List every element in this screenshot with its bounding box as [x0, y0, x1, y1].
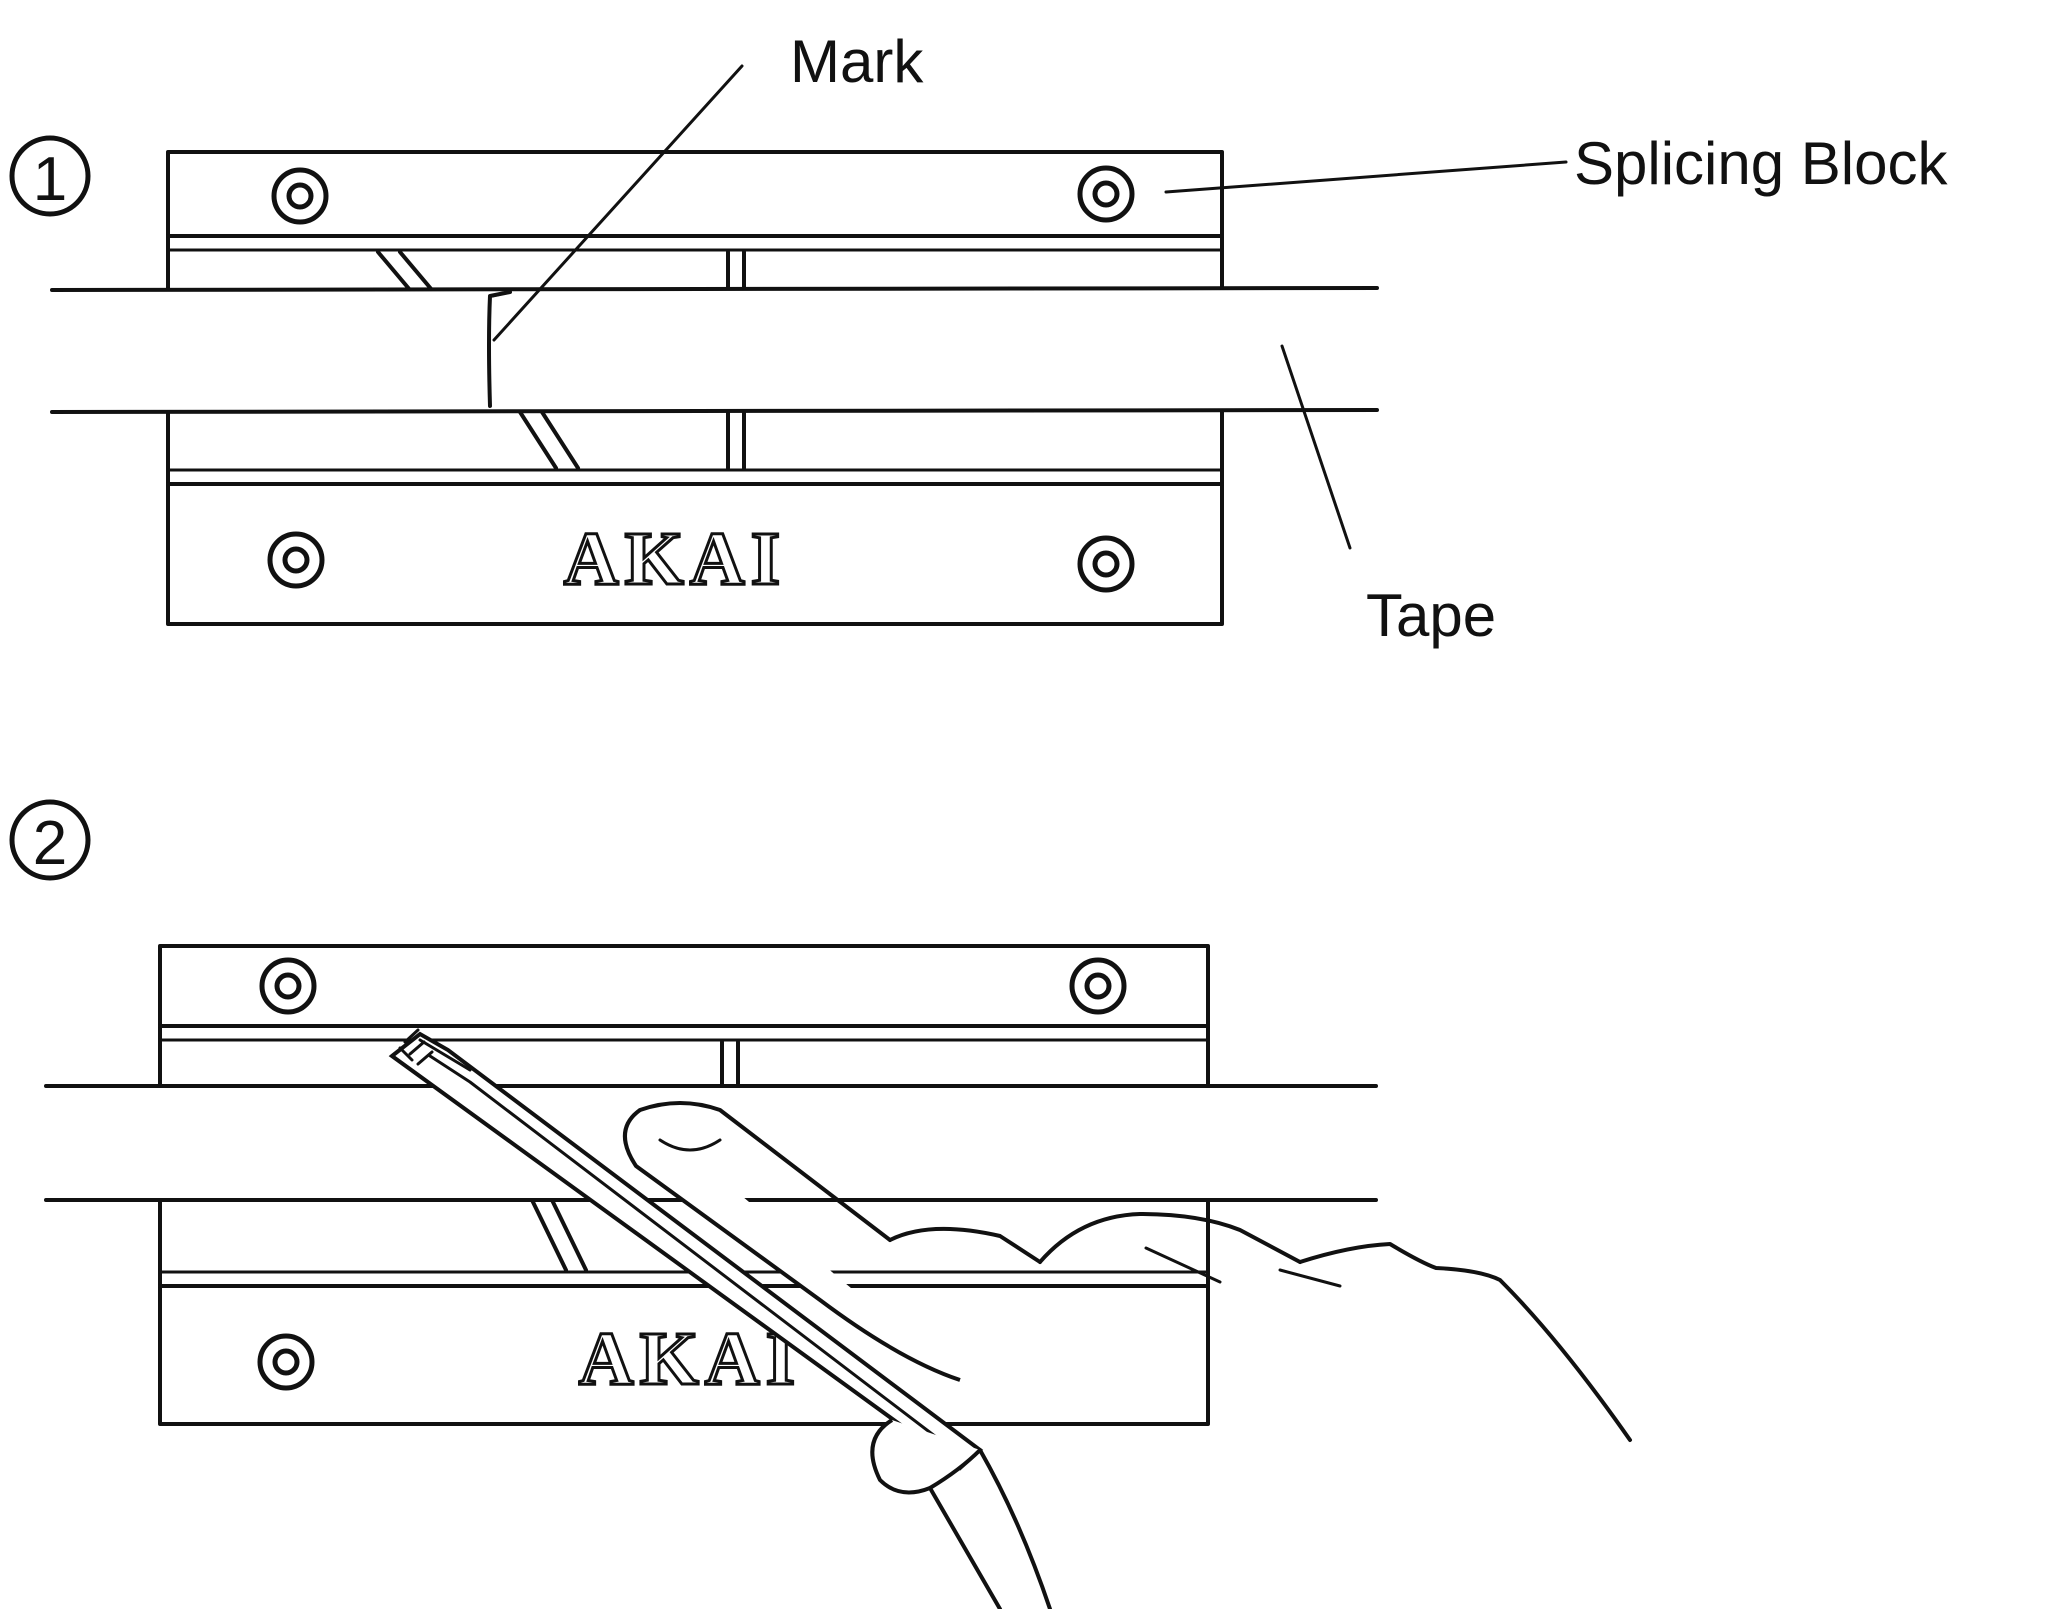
step-2-badge: 2	[9, 799, 91, 881]
step-2-brand: AKAI	[579, 1317, 801, 1401]
mark-leader-line	[492, 64, 744, 342]
step-2-screw-top-left	[259, 957, 317, 1015]
splicing-block-leader-line	[1164, 160, 1568, 194]
mark-label: Mark	[790, 28, 924, 95]
step-1-badge: 1	[9, 135, 91, 217]
step-1-screw-top-left	[271, 167, 329, 225]
step-2-screw-bottom-left	[257, 1333, 315, 1391]
step-1-screw-top-right	[1077, 165, 1135, 223]
splicing-block-label: Splicing Block	[1574, 130, 1949, 197]
step-2-splicing-block	[158, 944, 1210, 1426]
step-1-number: 1	[33, 145, 67, 214]
hand-with-blade-illustration	[388, 1028, 1632, 1609]
step-2-screw-top-right	[1069, 957, 1127, 1015]
step-1-screw-bottom-left	[267, 531, 325, 589]
step-1-tape	[50, 286, 1379, 414]
step-1-screw-bottom-right	[1077, 535, 1135, 593]
tape-label: Tape	[1366, 582, 1496, 649]
step-2-number: 2	[33, 809, 67, 878]
step-1-group: 1	[9, 28, 1949, 649]
step-1-splicing-block	[166, 150, 1224, 626]
step-1-brand: AKAI	[564, 517, 786, 601]
tape-leader-line	[1280, 344, 1352, 550]
step-2-group: 2 AKAI	[9, 799, 1632, 1609]
